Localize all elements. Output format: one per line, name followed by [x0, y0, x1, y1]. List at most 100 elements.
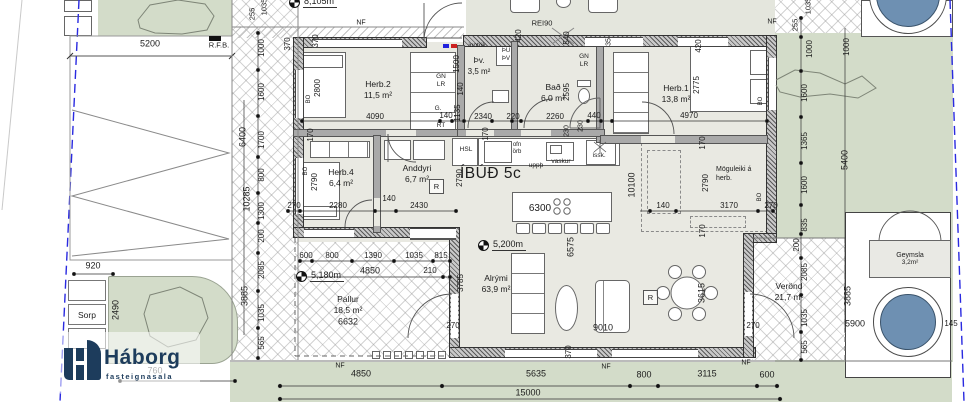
coffee-table: [555, 285, 578, 331]
walkway-hatch: [232, 27, 464, 38]
window-living-a: [505, 349, 597, 358]
deck-post-4: [405, 351, 413, 359]
wall-junction-mark: [551, 27, 575, 45]
island-stool-6: [596, 223, 610, 234]
tall-cabinet-hsl: [452, 138, 478, 166]
kitchen-island: [512, 192, 612, 222]
patio-chair-1: [510, 0, 540, 13]
deck-post-3: [394, 351, 402, 359]
edge-lines: [230, 0, 952, 362]
logo-icon: [76, 365, 84, 380]
partition-herb2-thv: [457, 45, 465, 133]
toilet-tank: [577, 80, 591, 87]
patio-chair-2: [588, 0, 618, 13]
door-opening-verond: [745, 292, 752, 336]
bin-box-sorp: Sorp: [68, 304, 106, 325]
laundry-sink: [492, 90, 509, 103]
deck-post-7: [438, 351, 446, 359]
possible-furniture-outline: [690, 216, 746, 228]
logo-icon: [87, 340, 101, 380]
room-label-thv: Þv.3,5 m²: [467, 56, 491, 76]
window-herb4-south: [304, 229, 354, 238]
deck-post-5: [416, 351, 424, 359]
partition-herb2-south: [293, 129, 465, 137]
door-opening-thv: [466, 130, 494, 136]
pillow-herb1-a: [750, 50, 767, 75]
island-stool-4: [564, 223, 578, 234]
level-icon: [289, 0, 300, 8]
toilet-bowl: [578, 88, 590, 104]
sink-basin: [550, 145, 562, 154]
shower-outline: [569, 97, 601, 129]
level-icon: [478, 239, 489, 251]
anddyri-cabinet-1: [384, 140, 411, 160]
door-opening-herb2: [386, 130, 416, 136]
top-right-hatch: [775, 0, 863, 35]
utility-box-1: [64, 0, 92, 12]
level-icon: [296, 270, 307, 282]
sliding-door-anddyri: [410, 228, 456, 240]
geymsla-area: 3,2m²: [901, 259, 919, 266]
logo-name: Háborg: [104, 346, 181, 369]
sofa: [511, 253, 545, 334]
inntok-cold-mark: [443, 44, 449, 48]
hot-tub: [880, 294, 936, 350]
island-stool-2: [532, 223, 546, 234]
driveway: [70, 36, 232, 260]
wardrobe-herb1: [613, 52, 649, 134]
logo-icon: [64, 348, 73, 380]
wall-south: [449, 347, 756, 358]
street-strip: [230, 362, 952, 402]
smoke-detector-marker-alrymi: R: [643, 290, 658, 305]
level-marker-alrymi: 5,200m: [478, 239, 527, 251]
door-opening-herb1: [641, 136, 675, 143]
cabinet-herb4: [310, 141, 370, 158]
smoke-detector-marker-anddyri: R: [429, 179, 444, 194]
anddyri-cabinet-2: [413, 140, 445, 160]
window-herb2: [312, 39, 402, 48]
geymsla-label-box: Geymsla 3,2m²: [869, 240, 951, 278]
partition-herb1-south: [600, 135, 768, 144]
deck-post-6: [427, 351, 435, 359]
window-herb4-west: [295, 158, 304, 214]
partition-thv-bad: [511, 41, 518, 133]
logo-icon: [76, 348, 84, 361]
possible-wardrobe-outline: [647, 150, 681, 214]
wall-south-upper: [293, 227, 460, 238]
armchair: [595, 280, 630, 333]
partition-herb4-anddyri: [373, 135, 381, 233]
driveway-lines: [66, 35, 236, 261]
realtor-logo: Háborg fasteignasala: [58, 332, 200, 394]
cooktop-icon: [553, 198, 571, 215]
level-marker-pallur: 5,180m: [296, 270, 345, 282]
pallur-deck: [295, 237, 452, 356]
door-opening-living-west: [451, 294, 458, 338]
oven-microwave-tower: [484, 141, 512, 163]
partition-bad-herb1: [596, 41, 604, 143]
dimension-lines: [72, 16, 846, 402]
geymsla-name: Geymsla: [896, 252, 924, 259]
window-herb2-west: [295, 70, 304, 118]
logo-tagline: fasteignasala: [106, 372, 174, 381]
parcel-edge-line: [1, 0, 23, 211]
island-stool-5: [580, 223, 594, 234]
wall-living-west: [449, 227, 460, 358]
dining-set: [656, 265, 718, 321]
freezer-star-icon: [593, 140, 607, 154]
wardrobe-herb2: [410, 52, 456, 130]
window-herb1-east: [768, 58, 777, 110]
door-opening-bad: [521, 130, 551, 136]
deck-post-1: [372, 351, 380, 359]
pillow-herb1-b: [750, 79, 767, 104]
window-herb1-a: [585, 37, 643, 47]
level-marker-entry: 8,105m: [289, 0, 338, 8]
island-stool-3: [548, 223, 562, 234]
